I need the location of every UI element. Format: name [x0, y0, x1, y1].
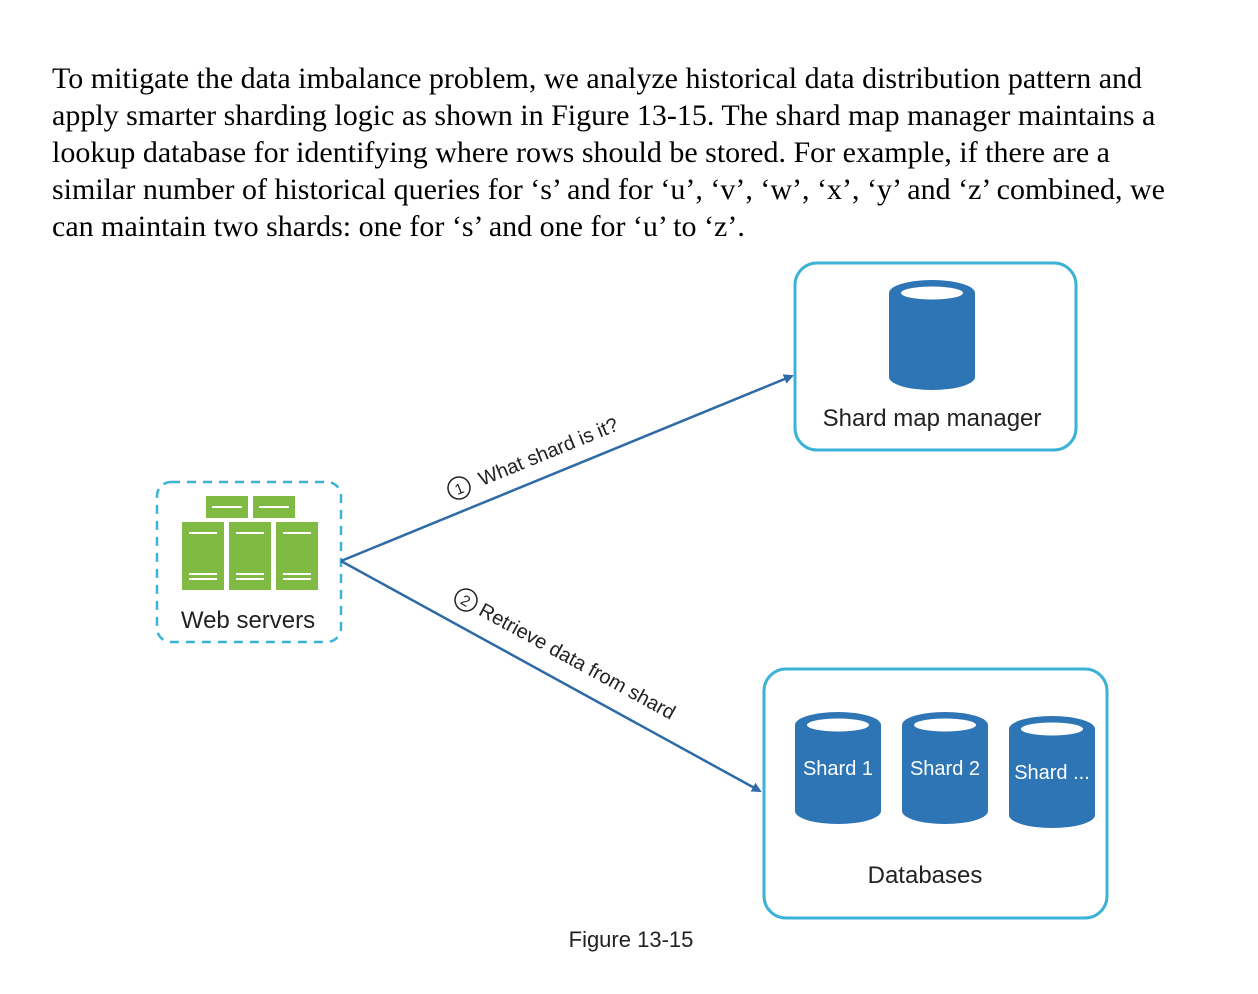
- databases-box: [762, 667, 1109, 920]
- web-servers-group: Web servers: [155, 480, 343, 644]
- arrow-retrieve-data: 2 Retrieve data from shard: [340, 559, 762, 793]
- shard-2-label: Shard 2: [910, 758, 980, 780]
- shard-1-label: Shard 1: [803, 758, 873, 780]
- step-1-circle: [447, 476, 471, 500]
- paragraph-line: lookup database for identifying where ro…: [52, 136, 1110, 169]
- databases-label: Databases: [868, 862, 983, 889]
- figure-caption: Figure 13-15: [569, 927, 694, 952]
- step-2-circle: [454, 588, 478, 612]
- arrow-line-2: [340, 559, 762, 793]
- arrow-line-1: [340, 374, 794, 563]
- shard-map-manager-label: Shard map manager: [823, 405, 1042, 432]
- servers-icon: [182, 496, 318, 590]
- shard-2-cylinder-icon: Shard 2: [902, 712, 988, 824]
- database-cylinder-icon: [889, 280, 975, 390]
- arrow-what-shard: 1 What shard is it?: [340, 374, 794, 563]
- arrow-1-label: What shard is it?: [476, 414, 622, 491]
- body-paragraph: To mitigate the data imbalance problem, …: [52, 60, 1222, 245]
- shard-map-manager-group: Shard map manager: [793, 261, 1078, 452]
- databases-group: Shard 1 Shard 2 Shard ... Databases: [762, 667, 1109, 920]
- paragraph-line: apply smarter sharding logic as shown in…: [52, 99, 1156, 132]
- shard-more-label: Shard ...: [1014, 762, 1090, 784]
- shard-map-manager-box: [793, 261, 1078, 452]
- paragraph-line: can maintain two shards: one for ‘s’ and…: [52, 210, 745, 243]
- arrow-2-label: Retrieve data from shard: [475, 599, 679, 724]
- paragraph-line: similar number of historical queries for…: [52, 173, 1165, 206]
- paragraph-line: To mitigate the data imbalance problem, …: [52, 62, 1143, 95]
- web-servers-label: Web servers: [181, 607, 315, 634]
- shard-1-cylinder-icon: Shard 1: [795, 712, 881, 824]
- shard-more-cylinder-icon: Shard ...: [1009, 716, 1095, 828]
